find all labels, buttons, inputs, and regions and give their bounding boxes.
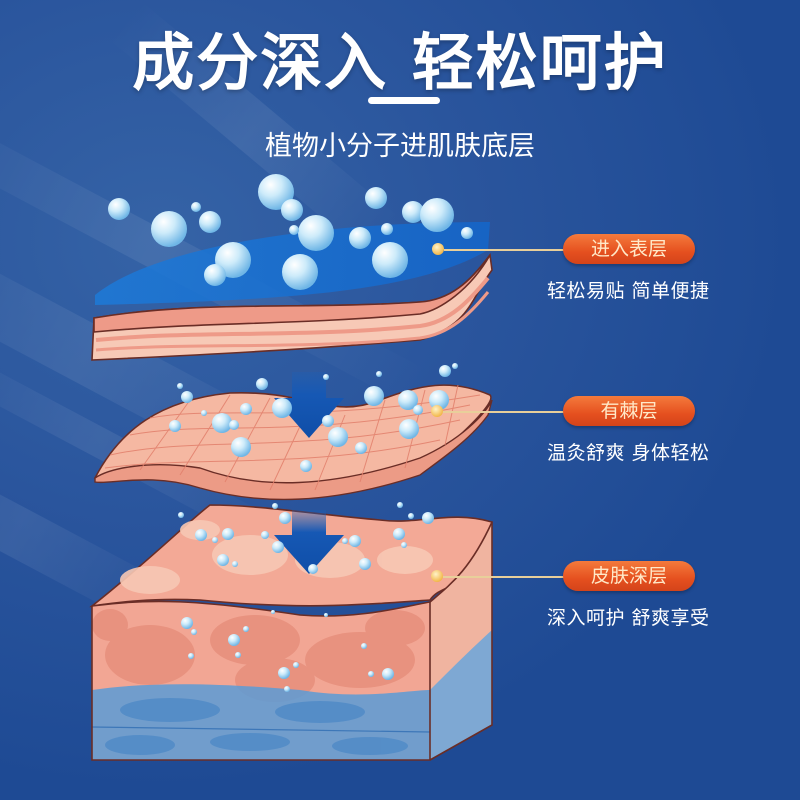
- layer-badge: 皮肤深层: [563, 561, 695, 591]
- leader-dot-icon: [431, 405, 443, 417]
- leader-line: [443, 411, 564, 413]
- page-title: 成分深入 轻松呵护: [132, 26, 668, 99]
- down-arrow-icon: [274, 510, 344, 574]
- title-divider: [368, 97, 440, 104]
- molecule-bubbles-bottom: [178, 502, 434, 692]
- page-subtitle: 植物小分子进肌肤底层: [265, 131, 535, 162]
- down-arrow-icon: [274, 372, 344, 438]
- layer-badge: 有棘层: [563, 396, 695, 426]
- layer-description: 轻松易贴 简单便捷: [547, 280, 710, 302]
- molecule-bubbles-middle: [169, 363, 458, 472]
- leader-dot-icon: [431, 570, 443, 582]
- leader-dot-icon: [432, 243, 444, 255]
- dermis-block: [89, 504, 493, 761]
- surface-layer: [91, 222, 493, 361]
- layer-badge: 进入表层: [563, 234, 695, 264]
- leader-line: [444, 249, 564, 251]
- molecule-bubbles-top: [108, 174, 473, 290]
- layer-description: 深入呵护 舒爽享受: [547, 607, 710, 629]
- leader-line: [443, 576, 564, 578]
- layer-description: 温灸舒爽 身体轻松: [547, 442, 710, 464]
